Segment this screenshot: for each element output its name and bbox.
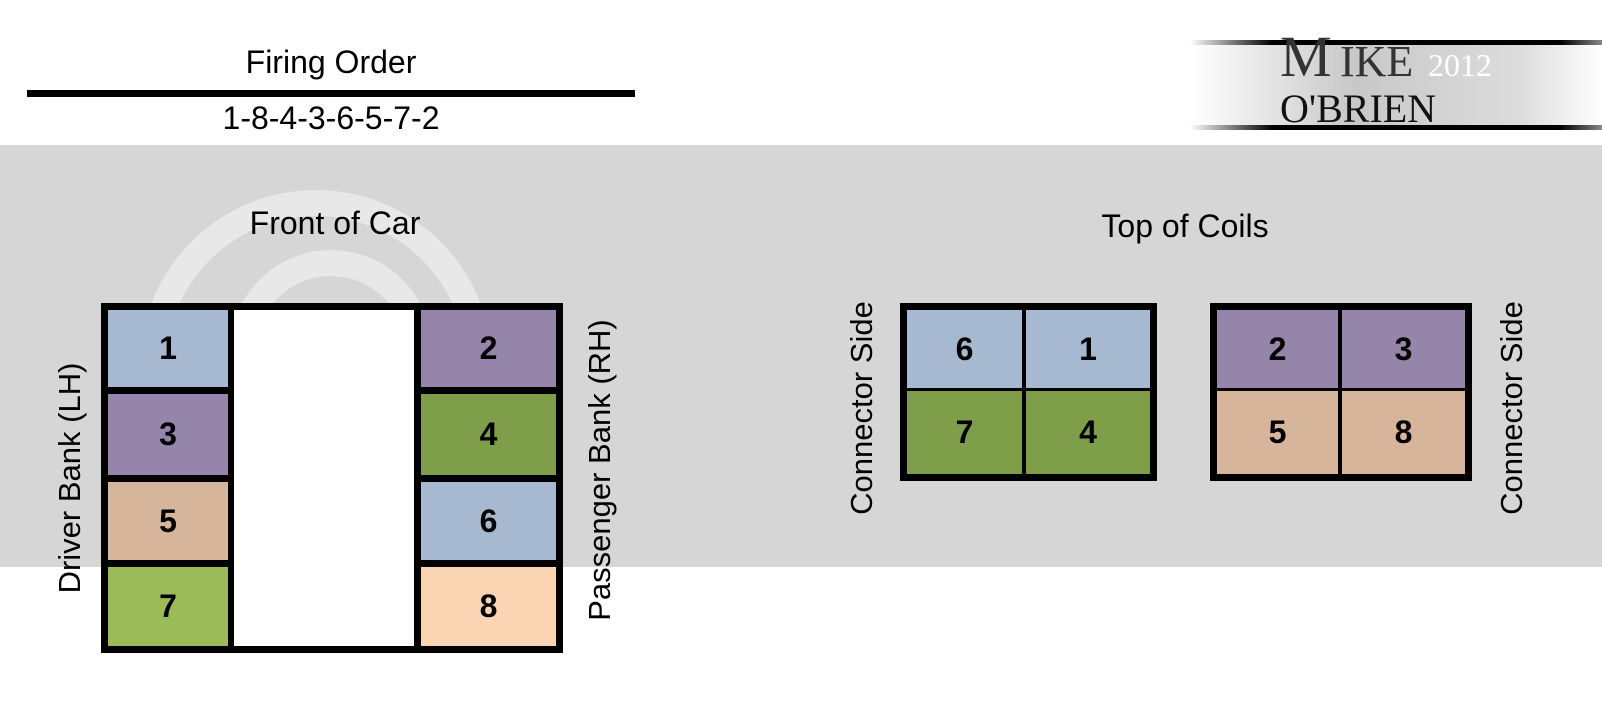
- coil-5: 5: [1217, 391, 1338, 474]
- cylinder-3: 3: [108, 394, 228, 475]
- cylinder-4: 4: [421, 394, 556, 475]
- engine-block-diagram: 1 3 5 7 2 4 6 8: [101, 303, 563, 653]
- coil-6: 6: [907, 310, 1022, 388]
- svg-text:IKE: IKE: [1340, 37, 1413, 86]
- firing-order-sequence: 1-8-4-3-6-5-7-2: [222, 100, 440, 136]
- svg-text:2012: 2012: [1428, 47, 1492, 83]
- title-divider: [27, 90, 635, 97]
- coil-2: 2: [1217, 310, 1338, 388]
- front-of-car-label: Front of Car: [249, 205, 421, 241]
- cylinder-2: 2: [421, 310, 556, 387]
- coil-pack-left: 6 1 7 4: [900, 303, 1157, 481]
- coil-4: 4: [1026, 391, 1150, 474]
- coil-7: 7: [907, 391, 1022, 474]
- logo: M IKE 2012 O'BRIEN: [1180, 10, 1602, 132]
- cylinder-8: 8: [421, 567, 556, 646]
- firing-order-title: Firing Order: [245, 44, 417, 80]
- passenger-bank-label: Passenger Bank (RH): [582, 319, 617, 621]
- svg-text:O'BRIEN: O'BRIEN: [1280, 86, 1436, 131]
- connector-side-left-label: Connector Side: [844, 301, 879, 515]
- coil-1: 1: [1026, 310, 1150, 388]
- cylinder-7: 7: [108, 567, 228, 646]
- cylinder-1: 1: [108, 310, 228, 387]
- cylinder-6: 6: [421, 482, 556, 560]
- connector-side-right-label: Connector Side: [1494, 301, 1529, 515]
- cylinder-5: 5: [108, 482, 228, 560]
- driver-bank-label: Driver Bank (LH): [52, 362, 87, 594]
- coil-pack-right: 2 3 5 8: [1210, 303, 1472, 481]
- coil-8: 8: [1342, 391, 1465, 474]
- top-of-coils-label: Top of Coils: [1101, 208, 1269, 244]
- svg-text:M: M: [1280, 24, 1332, 89]
- engine-valley: [234, 310, 414, 646]
- coil-3: 3: [1342, 310, 1465, 388]
